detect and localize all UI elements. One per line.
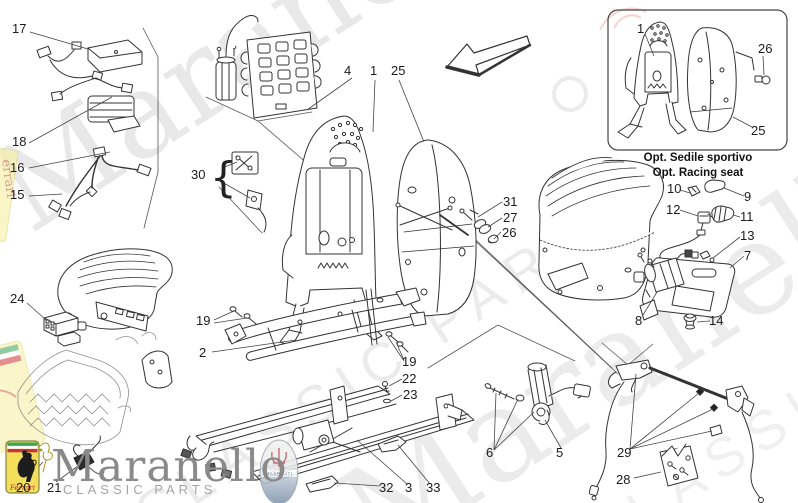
svg-text:errari: errari (0, 158, 18, 198)
inset-callout-26: 26 (758, 41, 773, 56)
part-backrest-frame (279, 115, 383, 347)
callout-22: 22 (402, 371, 417, 386)
part-bracket-buckle (231, 151, 267, 233)
callout-4: 4 (344, 63, 352, 78)
callout-11: 11 (740, 209, 754, 224)
callout-19-left: 19 (196, 313, 211, 328)
watermark-yellow-card-bottom (0, 340, 46, 456)
part-bolt-washer (382, 381, 391, 404)
inset-caption-line1: Opt. Sedile sportivo (643, 152, 753, 164)
brace-30: { (210, 153, 237, 202)
inset-caption-line2: Opt. Racing seat (652, 166, 744, 179)
part-harness-small (48, 146, 152, 220)
inset-caption: Opt. Sedile sportivo Opt. Racing seat (608, 151, 788, 181)
inset-callout-1: 1 (637, 21, 645, 36)
callout-21: 21 (47, 480, 62, 495)
shield-ferrari-text: Ferrari (9, 484, 35, 492)
part-backrest-cushion (538, 157, 664, 301)
callout-1: 1 (370, 63, 378, 78)
part-switch-group (633, 179, 736, 330)
callout-27: 27 (503, 210, 518, 225)
zone-divider-lines (142, 27, 654, 375)
callout-31: 31 (503, 194, 518, 209)
inset-racing-seat (607, 9, 788, 151)
callout-28: 28 (616, 472, 631, 487)
callout-9: 9 (744, 189, 752, 204)
maserati-logo-watermark: MASERATI (259, 439, 299, 503)
leader-lines (23, 31, 765, 487)
part-connector-24 (43, 311, 87, 347)
trident-icon (271, 448, 287, 467)
part-motor-5 (484, 362, 591, 425)
callout-5: 5 (556, 445, 564, 460)
callout-12: 12 (666, 202, 681, 217)
part-back-panel (395, 139, 479, 317)
inset-callout-25: 25 (751, 123, 766, 138)
maranello-shield-logo: Ferrari (5, 440, 40, 494)
callout-26: 26 (502, 225, 517, 240)
callout-7: 7 (744, 248, 752, 263)
part-harness-module (36, 39, 143, 133)
callout-14: 14 (709, 313, 724, 328)
callout-18: 18 (12, 134, 27, 149)
callout-6: 6 (486, 445, 494, 460)
callout-19-right: 19 (402, 354, 417, 369)
watermark-yellow-card-left: errari (0, 145, 19, 243)
watermark-letter-o (552, 76, 588, 112)
callout-3: 3 (405, 480, 413, 495)
callout-25: 25 (391, 63, 406, 78)
callout-30: 30 (191, 167, 206, 182)
callout-32: 32 (379, 480, 394, 495)
callout-29: 29 (617, 445, 632, 460)
callout-20: 20 (16, 480, 31, 495)
callout-23: 23 (403, 387, 418, 402)
parts-artwork (17, 9, 788, 503)
callout-15: 15 (10, 187, 25, 202)
part-seat-frame-2 (141, 287, 427, 389)
callout-8: 8 (635, 313, 643, 328)
callout-10: 10 (667, 181, 682, 196)
part-lumbar-panel (215, 14, 322, 119)
callout-16: 16 (10, 160, 25, 175)
part-sensors-20-21 (39, 435, 105, 475)
callout-24: 24 (10, 291, 25, 306)
part-seat-cushion (57, 248, 173, 332)
callout-33: 33 (426, 480, 441, 495)
part-seat-pan-springs (17, 332, 157, 446)
brand-logo-text: Maranello (51, 441, 288, 492)
part-rail-assembly (180, 385, 475, 493)
part-hardware-bag (659, 443, 699, 487)
callout-13: 13 (740, 228, 755, 243)
part-recliner-cables (588, 359, 764, 503)
brand-logo-subtext: CLASSIC PARTS (63, 482, 217, 497)
prancing-horse-icon (17, 450, 35, 482)
direction-arrow (445, 35, 532, 77)
callout-2: 2 (199, 345, 207, 360)
part-small-fasteners (459, 208, 499, 244)
maserati-text: MASERATI (265, 472, 292, 477)
callout-17: 17 (12, 21, 27, 36)
